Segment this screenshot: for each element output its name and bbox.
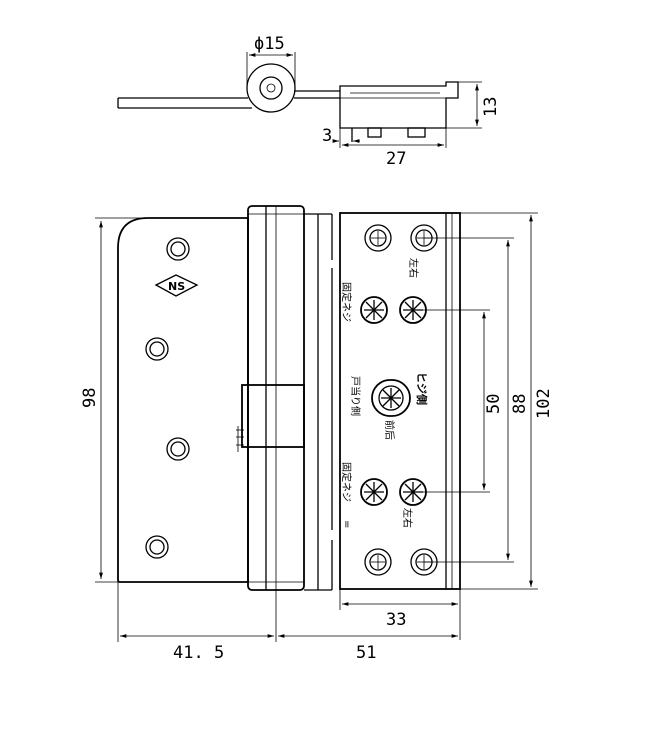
dim-top-diameter: ϕ15	[254, 34, 285, 54]
label-lower-fix: 固定ネジ	[340, 462, 353, 502]
screw-top-left	[364, 224, 392, 252]
label-upper-fix: 固定ネジ	[340, 282, 353, 322]
label-upper-lr: 左右	[407, 258, 420, 278]
dim-plate-width: 33	[386, 610, 406, 630]
adjust-screw-lower-left	[360, 478, 388, 506]
dim-top-offset: 3	[322, 126, 332, 146]
dim-span-88: 88	[510, 394, 530, 414]
dim-bottom-left: 41. 5	[173, 643, 224, 663]
front-view: NS	[80, 205, 554, 663]
label-lower-lr: 左右	[401, 508, 414, 528]
dim-span-50: 50	[484, 394, 504, 414]
dim-bottom-right: 51	[356, 643, 376, 663]
dim-left-height: 98	[80, 388, 100, 408]
label-lower-mark: =	[341, 520, 352, 528]
label-door-side: 戸当り側	[349, 376, 362, 416]
logo-text: NS	[168, 280, 185, 293]
label-hinge-side: ヒジ側	[415, 372, 429, 405]
dim-top-width: 27	[386, 149, 406, 169]
dim-top-height: 13	[481, 97, 501, 117]
screw-bottom-left	[364, 548, 392, 576]
label-front-back: 前后	[383, 420, 396, 440]
adjust-screw-upper-left	[360, 296, 388, 324]
dim-span-102: 102	[534, 388, 554, 419]
adjust-screw-middle	[371, 379, 411, 417]
top-view: ϕ15 13 3 27	[117, 34, 501, 169]
